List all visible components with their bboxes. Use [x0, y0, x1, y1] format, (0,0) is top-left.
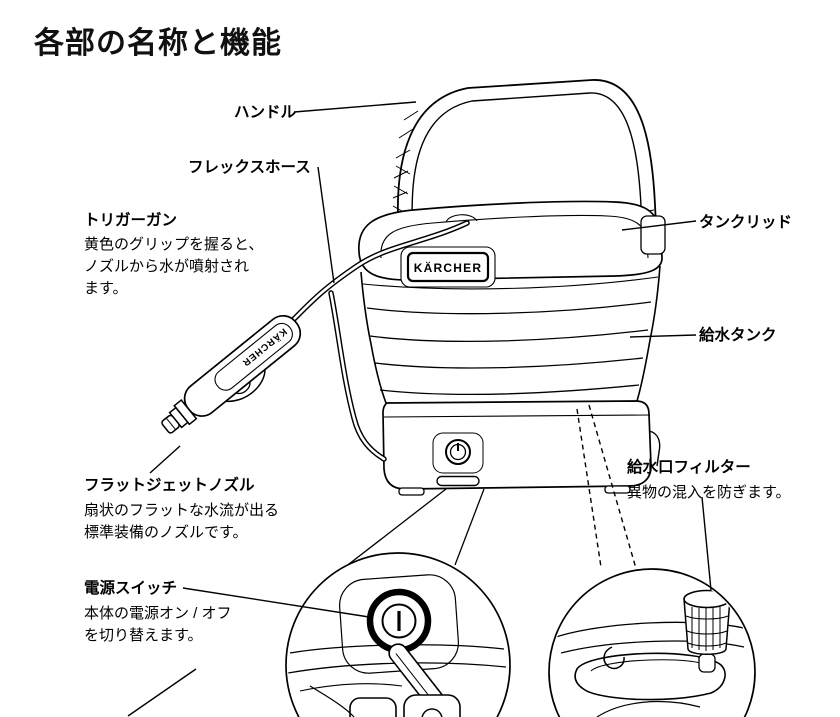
power-switch-detail: [288, 574, 507, 717]
desc-power-switch: 本体の電源オン / オフ を切り替えます。: [84, 603, 232, 647]
label-inlet-filter: 給水口フィルター: [627, 459, 751, 476]
callout-dash-right-2: [588, 404, 638, 573]
page-title: 各部の名称と機能: [34, 27, 282, 60]
label-handle: ハンドル: [234, 104, 297, 121]
handle-bracket: [640, 215, 666, 255]
desc-line: ます。: [84, 280, 128, 297]
brand-plate: KÄRCHER: [400, 246, 496, 288]
desc-inlet-filter: 異物の混入を防ぎます。: [627, 482, 791, 504]
leader-flat-jet-nozzle: [149, 445, 181, 474]
leader-lines: [127, 101, 697, 717]
leader-tank-lid: [621, 220, 697, 231]
label-tank-lid: タンクリッド: [699, 214, 793, 231]
label-power-switch: 電源スイッチ: [84, 580, 178, 597]
leader-water-tank: [629, 334, 697, 338]
desc-line: 異物の混入を防ぎます。: [627, 484, 791, 501]
leader-power-switch: [182, 587, 370, 618]
label-trigger-gun: トリガーガン: [84, 212, 178, 229]
desc-line: 標準装備のノズルです。: [84, 524, 248, 541]
label-flex-hose: フレックスホース: [188, 159, 311, 176]
desc-line: 本体の電源オン / オフ: [84, 605, 232, 622]
label-flat-jet-nozzle: フラットジェットノズル: [84, 477, 255, 494]
label-water-tank: 給水タンク: [699, 327, 777, 344]
leader-offscreen: [127, 668, 197, 717]
trigger-gun-drawing: KÄRCHER: [161, 314, 302, 434]
desc-flat-jet-nozzle: 扇状のフラットな水流が出る 標準装備のノズルです。: [84, 500, 279, 544]
leader-inlet-filter: [701, 496, 712, 591]
brand-logo-text: KÄRCHER: [414, 260, 482, 275]
callout-wedge-left-2: [454, 488, 485, 566]
flex-hose-drawing: [290, 220, 470, 462]
desc-line: 扇状のフラットな水流が出る: [84, 502, 280, 519]
power-switch-icon: [445, 439, 471, 465]
desc-line: を切り替えます。: [84, 627, 203, 644]
inlet-filter-detail: [555, 589, 749, 717]
leader-handle: [293, 101, 417, 113]
desc-line: ノズルから水が噴射され: [84, 258, 250, 275]
leader-flex-hose: [317, 166, 335, 284]
base-unit-drawing: [382, 400, 661, 496]
filter-basket-icon: [683, 589, 731, 673]
desc-trigger-gun: 黄色のグリップを握ると、 ノズルから水が噴射され ます。: [84, 234, 263, 300]
power-switch-icon-large: [366, 588, 432, 654]
desc-line: 黄色のグリップを握ると、: [84, 236, 264, 253]
water-tank-drawing: [360, 265, 661, 404]
